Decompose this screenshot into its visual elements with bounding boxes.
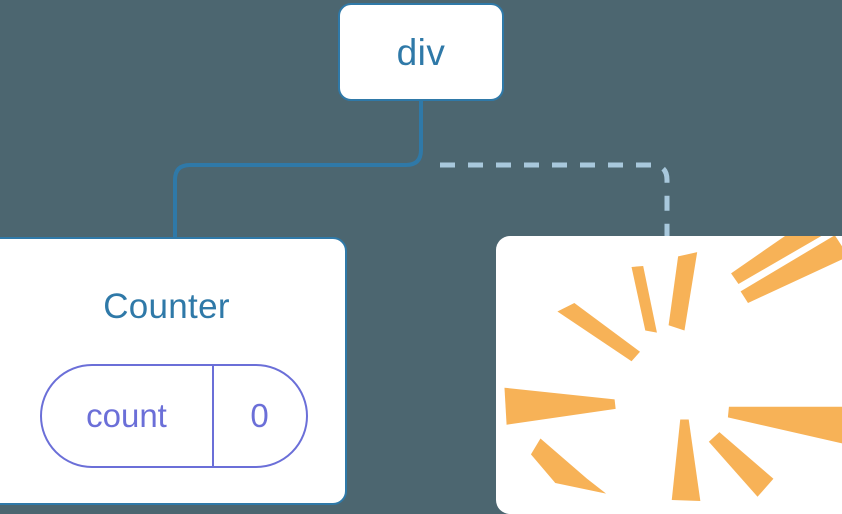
node-div-label: div — [396, 31, 446, 73]
sparkle-burst-icon — [504, 236, 842, 501]
ray-nw — [557, 303, 640, 362]
ray-se — [708, 432, 774, 497]
state-value: 0 — [250, 397, 269, 434]
ray-w — [504, 387, 616, 425]
node-div[interactable]: div — [338, 3, 504, 101]
ray-nnw — [631, 265, 657, 333]
node-counter[interactable]: Counter count 0 — [0, 237, 347, 505]
node-sparkle-render[interactable] — [496, 236, 842, 514]
ray-ene — [740, 236, 842, 303]
ray-s — [671, 419, 701, 501]
edge-div-to-counter — [173, 101, 423, 240]
ray-ne — [731, 236, 822, 284]
node-counter-label: Counter — [103, 287, 230, 326]
edge-div-to-sparkle — [440, 162, 670, 238]
ray-sw — [530, 438, 607, 494]
ray-e — [727, 406, 842, 444]
ray-n — [668, 252, 698, 331]
state-key: count — [42, 366, 214, 466]
state-pill-count[interactable]: count 0 — [39, 364, 308, 468]
